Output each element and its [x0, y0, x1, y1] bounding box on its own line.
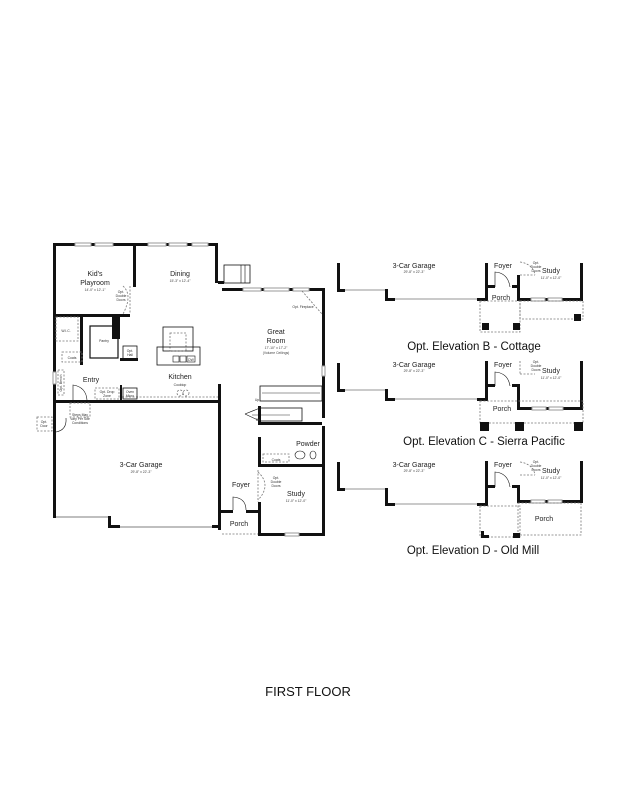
note-dw: DW [188, 358, 194, 362]
room-dim-dining: 15'-3" x 12'-4" [170, 279, 192, 283]
note-door: Door [40, 424, 48, 428]
room-label-garage: 3-Car Garage [120, 462, 163, 469]
note-double: Double [116, 294, 127, 298]
note-coats-2: Coats [272, 458, 281, 462]
room-label-kids: Kid's [88, 271, 103, 278]
note-steps-3: Conditions [72, 421, 88, 425]
elev-b-doors: Doors [531, 269, 540, 273]
elev-b-garage: 3-Car Garage [393, 263, 436, 270]
elev-d-study: Study [542, 468, 560, 475]
elev-b-opt: Opt. [533, 261, 539, 265]
note-hall: Hall [127, 353, 133, 357]
stairs [244, 385, 323, 422]
note-oven: Oven [126, 390, 134, 394]
note-fireplace: Opt. Fireplace [292, 305, 313, 309]
note-zone: Zone [103, 394, 111, 398]
note-cooktop: Cooktop [174, 383, 187, 387]
note-study-doors: Doors [271, 484, 280, 488]
elev-c-doors: Doors [531, 368, 540, 372]
elevation-c: 3-Car Garage 29'-8" x 22'-3" Foyer Opt. … [337, 360, 584, 448]
room-dim-study: 11'-0" x 12'-0" [286, 499, 307, 503]
note-doors: Doors [116, 298, 125, 302]
elev-d-double: Double [531, 464, 542, 468]
note-pantry: Pantry [99, 339, 109, 343]
elev-b-study-dim: 11'-0" x 12'-0" [541, 276, 562, 280]
note-coats: Coats [68, 356, 77, 360]
elev-b-double: Double [531, 265, 542, 269]
elev-c-garage-dim: 29'-8" x 22'-3" [404, 369, 426, 373]
note-wic: W.I.C. [61, 329, 70, 333]
elev-b-foyer: Foyer [494, 263, 513, 270]
room-label-porch: Porch [230, 521, 248, 528]
elev-d-doors: Doors [531, 468, 540, 472]
room-label-study: Study [287, 491, 305, 498]
elev-c-double: Double [531, 364, 542, 368]
elev-c-study: Study [542, 368, 560, 375]
room-label-room: Room [267, 338, 286, 345]
elev-c-garage: 3-Car Garage [393, 362, 436, 369]
note-up: Up [255, 398, 259, 402]
note-steps-2: Vary Per Site [70, 417, 90, 421]
elev-d-opt: Opt. [533, 460, 539, 464]
room-label-powder: Powder [296, 441, 320, 448]
note-opt: Opt. [118, 290, 124, 294]
note-study-opt: Opt. [273, 476, 279, 480]
elev-d-study-dim: 11'-0" x 12'-0" [541, 476, 562, 480]
elev-c-opt: Opt. [533, 360, 539, 364]
room-label-playroom: Playroom [80, 280, 110, 287]
room-label-entry: Entry [83, 377, 100, 384]
elev-b-study: Study [542, 268, 560, 275]
room-label-kitchen: Kitchen [168, 374, 191, 381]
note-dn: Dn [256, 418, 260, 422]
room-dim-playroom: 14'-0" x 12'-1" [85, 288, 107, 292]
note-opt-door: Opt. [41, 420, 47, 424]
elev-d-garage-dim: 29'-8" x 22'-3" [404, 469, 426, 473]
room-label-great: Great [267, 329, 285, 336]
note-steps-1: Steps May [72, 413, 88, 417]
room-dim-garage: 29'-8" x 22'-3" [131, 470, 153, 474]
note-bench: Opt. Bench [59, 374, 63, 391]
elev-b-garage-dim: 29'-8" x 22'-3" [404, 270, 426, 274]
elev-b-porch: Porch [492, 295, 510, 302]
page-title: FIRST FLOOR [265, 684, 351, 699]
elev-d-foyer: Foyer [494, 462, 513, 469]
elev-c-caption: Opt. Elevation C - Sierra Pacific [403, 436, 565, 448]
elev-c-foyer: Foyer [494, 362, 513, 369]
note-opt-hall: Opt. [127, 349, 133, 353]
main-plan: Kid's Playroom 14'-0" x 12'-1" Opt. Doub… [36, 242, 326, 537]
elev-d-porch: Porch [535, 516, 553, 523]
note-micro: Micro [126, 394, 134, 398]
elevation-b: 3-Car Garage 29'-8" x 22'-3" Foyer Opt. … [337, 261, 584, 353]
room-label-foyer: Foyer [232, 482, 251, 489]
note-study-double: Double [271, 480, 282, 484]
elev-c-porch: Porch [493, 406, 511, 413]
note-drop: Opt. Drop [100, 390, 115, 394]
room-label-dining: Dining [170, 271, 190, 278]
elev-b-caption: Opt. Elevation B - Cottage [407, 341, 541, 353]
elev-d-caption: Opt. Elevation D - Old Mill [407, 545, 539, 557]
room-dim-great: 17'-10" x 17'-2" [265, 346, 289, 350]
room-note-volume: (Volume Ceilings) [263, 351, 290, 355]
elevation-d: 3-Car Garage 29'-8" x 22'-3" Foyer Opt. … [337, 460, 583, 557]
elev-d-garage: 3-Car Garage [393, 462, 436, 469]
elev-c-study-dim: 11'-0" x 12'-0" [541, 376, 562, 380]
